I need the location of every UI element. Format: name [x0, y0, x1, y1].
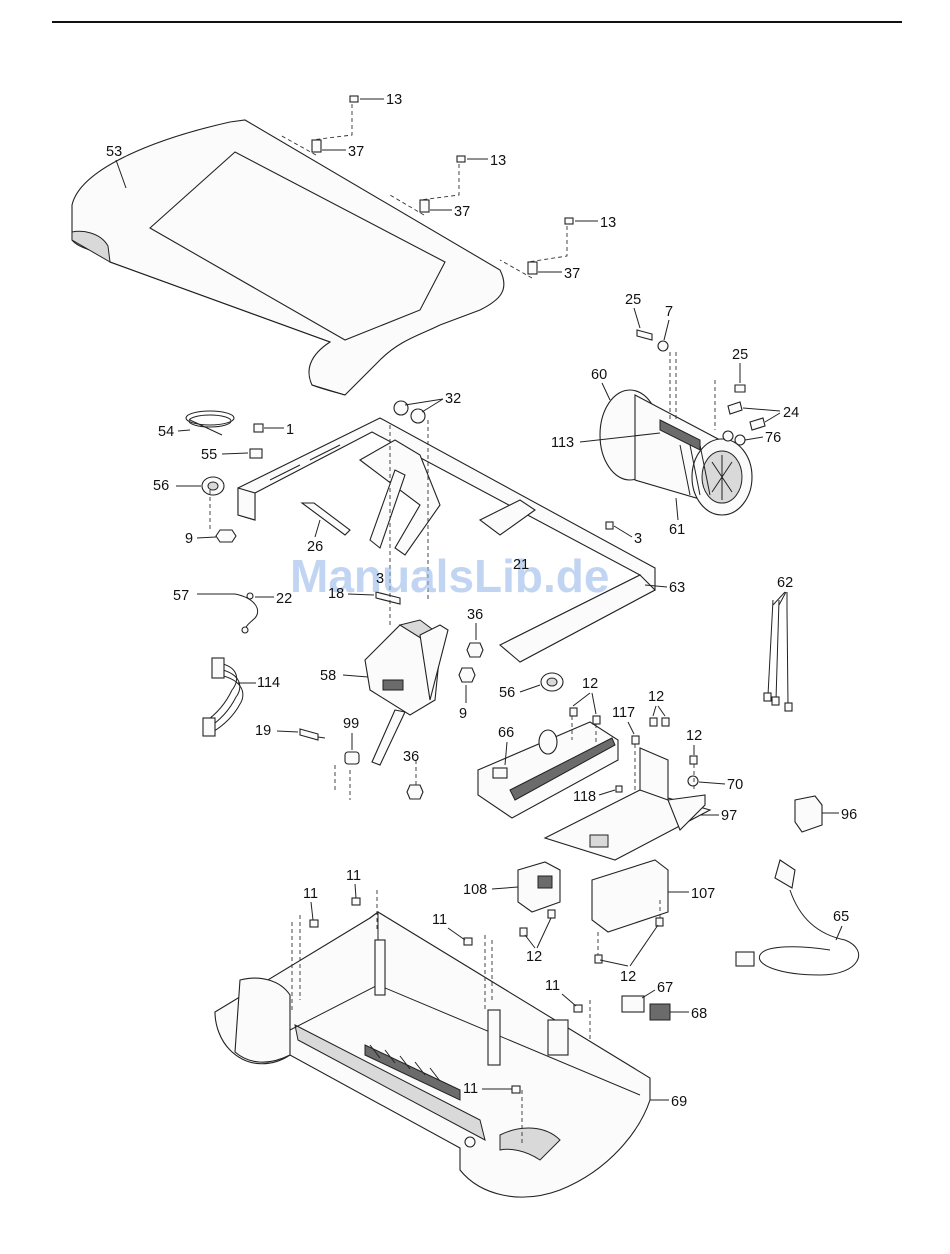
- callout-24: 24: [783, 405, 799, 421]
- callout-60: 60: [591, 367, 607, 383]
- callout-25: 25: [625, 292, 641, 308]
- part-108-capacitor: [518, 862, 560, 912]
- callout-70: 70: [727, 777, 743, 793]
- callout-12: 12: [648, 689, 664, 705]
- part-114-wire-harness: [203, 658, 243, 736]
- callout-9: 9: [185, 531, 193, 547]
- callout-13: 13: [490, 153, 506, 169]
- callout-13: 13: [600, 215, 616, 231]
- callout-25: 25: [732, 347, 748, 363]
- part-67-68-switches: [622, 996, 670, 1020]
- part-63-frame: [238, 418, 655, 662]
- callout-107: 107: [691, 886, 715, 902]
- callout-13: 13: [386, 92, 402, 108]
- part-57-wire: [197, 594, 258, 633]
- callout-63: 63: [669, 580, 685, 596]
- callout-67: 67: [657, 980, 673, 996]
- callout-117: 117: [612, 705, 635, 721]
- part-96-switch: [795, 796, 822, 832]
- callout-18: 18: [328, 586, 344, 602]
- callout-11: 11: [545, 978, 560, 994]
- callout-12: 12: [686, 728, 702, 744]
- callout-37: 37: [348, 144, 364, 160]
- callout-68: 68: [691, 1006, 707, 1022]
- part-56-roller-left: [202, 477, 224, 495]
- callout-96: 96: [841, 807, 857, 823]
- callout-11: 11: [463, 1081, 478, 1097]
- callout-108: 108: [463, 882, 487, 898]
- callout-58: 58: [320, 668, 336, 684]
- callout-53: 53: [106, 144, 122, 160]
- callout-3: 3: [376, 571, 384, 587]
- part-54-cable: [186, 411, 234, 435]
- callout-21: 21: [513, 557, 529, 573]
- callout-55: 55: [201, 447, 217, 463]
- callout-26: 26: [307, 539, 323, 555]
- callout-61: 61: [669, 522, 685, 538]
- callout-69: 69: [671, 1094, 687, 1110]
- callout-37: 37: [564, 266, 580, 282]
- callout-99: 99: [343, 716, 359, 732]
- callout-56: 56: [499, 685, 515, 701]
- callout-65: 65: [833, 909, 849, 925]
- part-69-base: [215, 890, 650, 1197]
- callout-37: 37: [454, 204, 470, 220]
- callout-118: 118: [573, 789, 596, 805]
- callout-36: 36: [467, 607, 483, 623]
- callout-62: 62: [777, 575, 793, 591]
- callout-9: 9: [459, 706, 467, 722]
- callout-1: 1: [286, 422, 294, 438]
- part-56-roller-right: [541, 673, 563, 691]
- callout-56: 56: [153, 478, 169, 494]
- part-62-cable-ties: [764, 600, 792, 711]
- callout-76: 76: [765, 430, 781, 446]
- callout-54: 54: [158, 424, 174, 440]
- callout-32: 32: [445, 391, 461, 407]
- callout-19: 19: [255, 723, 271, 739]
- callout-36: 36: [403, 749, 419, 765]
- callout-11: 11: [432, 912, 447, 928]
- callout-114: 114: [257, 675, 280, 691]
- callout-11: 11: [346, 868, 361, 884]
- callout-3: 3: [634, 531, 642, 547]
- callout-97: 97: [721, 808, 737, 824]
- part-58-incline-motor: [365, 620, 448, 765]
- callout-22: 22: [276, 591, 292, 607]
- callout-66: 66: [498, 725, 514, 741]
- part-53-hood: [72, 120, 504, 395]
- callout-12: 12: [582, 676, 598, 692]
- callout-12: 12: [620, 969, 636, 985]
- callout-11: 11: [303, 886, 318, 902]
- callout-7: 7: [665, 304, 673, 320]
- callout-113: 113: [551, 435, 574, 451]
- callout-12: 12: [526, 949, 542, 965]
- callout-57: 57: [173, 588, 189, 604]
